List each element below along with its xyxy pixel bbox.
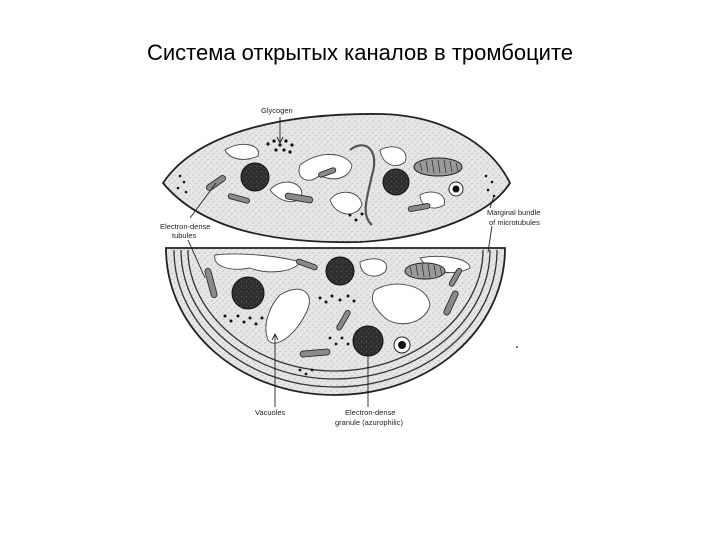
label-marginal-line1: Marginal bundle [487, 208, 540, 217]
label-dense-tubules-line2: tubules [172, 231, 196, 240]
lower-platelet-section [165, 247, 518, 396]
marginal-microtubule-bundle [173, 249, 498, 388]
label-glycogen: Glycogen [261, 106, 293, 115]
dense-tubules-lower [204, 258, 463, 358]
open-canalicular-channels-lower [214, 253, 471, 344]
granule-lower-2 [325, 256, 355, 286]
granule-lower-1 [231, 276, 265, 310]
granule-upper-2 [382, 168, 410, 196]
mitochondrion-lower [404, 262, 446, 280]
leader-lines [187, 117, 495, 407]
label-vacuoles: Vacuoles [255, 408, 286, 417]
leader-dense-tubules-upper [189, 182, 217, 219]
leader-marginal-upper [489, 195, 495, 209]
leader-dense-tubules-lower [187, 239, 206, 279]
mitochondrion-upper [413, 157, 463, 177]
leader-marginal-lower [487, 225, 493, 253]
slide-title: Система открытых каналов в тромбоците [146, 40, 574, 65]
label-granule-line2: granule (azurophilic) [335, 418, 403, 427]
upper-platelet-section [161, 113, 512, 244]
central-microtubule-loop [349, 144, 376, 226]
label-marginal-line2: of microtubules [489, 218, 540, 227]
granule-upper-1 [240, 162, 270, 192]
label-granule-line1: Electron-dense [345, 408, 395, 417]
small-mark [516, 346, 518, 348]
label-dense-tubules-line1: Electron-dense [160, 222, 210, 231]
glycogen-particles-upper [176, 139, 496, 222]
granule-lower-3 [352, 325, 384, 357]
glycogen-particles-lower [223, 294, 356, 376]
